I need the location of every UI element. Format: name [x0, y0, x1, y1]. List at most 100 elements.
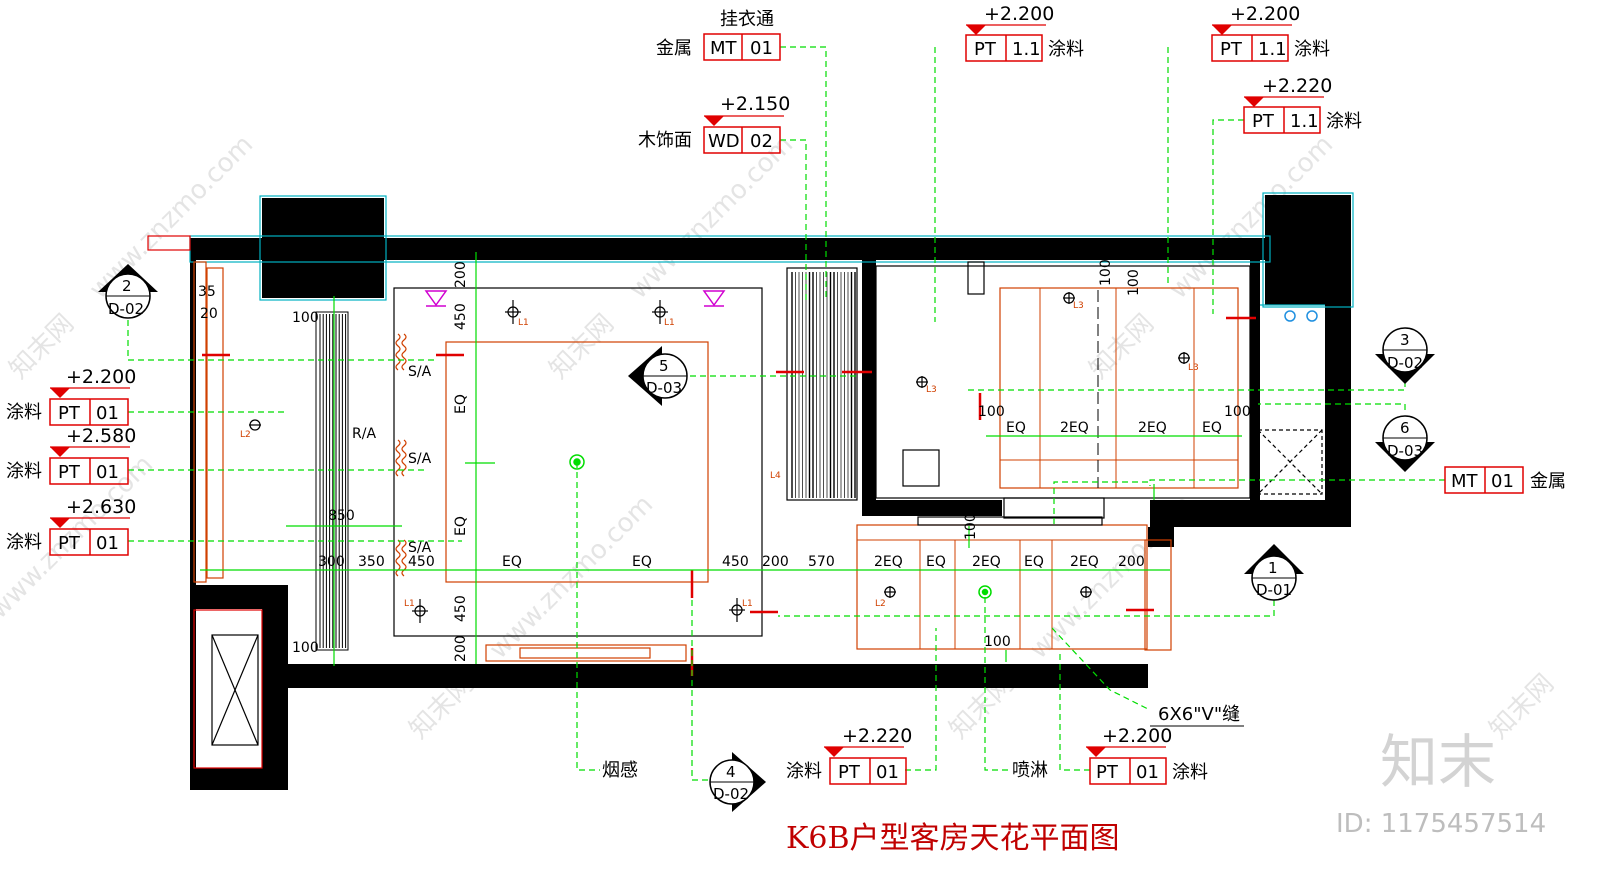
- return-air-grille: [315, 311, 349, 651]
- dim-text: 450: [408, 554, 435, 570]
- wall-bottom: [288, 664, 1148, 688]
- sprinkler-note: 喷淋: [1012, 760, 1048, 781]
- bath-grid-lines: [1000, 288, 1238, 488]
- section-marks: 2 D-02 5 D-03 3 D-02 6 D-03: [98, 264, 1435, 812]
- tag-level: +2.630: [66, 496, 136, 518]
- tag-code: PT: [58, 462, 81, 483]
- walls: [190, 195, 1351, 790]
- magenta-markers: [424, 290, 726, 307]
- exhaust-fan: [902, 449, 940, 487]
- dim-text: 450: [453, 303, 469, 330]
- door-frame: [917, 516, 1103, 526]
- light-fixture: [1080, 586, 1092, 598]
- tag-level: +2.200: [984, 3, 1054, 25]
- tag-num: 01: [876, 762, 899, 783]
- dim-text: 350: [358, 554, 385, 570]
- dim-text: 2EQ: [972, 554, 1001, 570]
- wall-left-lower-v: [262, 585, 288, 790]
- tag-prefix: 涂料: [6, 402, 42, 423]
- light-label: L1: [518, 318, 529, 328]
- tag-num: 01: [96, 462, 119, 483]
- tag-pt01-left-c: +2.630 涂料 PT 01: [6, 496, 136, 556]
- tag-level: +2.580: [66, 425, 136, 447]
- tag-level: +2.220: [842, 725, 912, 747]
- dim-text: 200: [453, 635, 469, 662]
- wall-left-bottom: [190, 768, 288, 790]
- leader-lines: [127, 46, 1445, 781]
- svg-text:1: 1: [1268, 559, 1278, 577]
- light-fixture: [505, 300, 521, 324]
- tag-wd02: +2.150 木饰面 WD 02: [638, 93, 790, 154]
- dim-text: 100: [292, 640, 319, 656]
- bath-grid: [999, 287, 1239, 489]
- svg-text:5: 5: [659, 357, 669, 375]
- watermark-site-2: www.znzmo.com: [624, 130, 799, 305]
- tag-num: 1.1: [1012, 39, 1041, 60]
- section-mark: 4 D-02: [709, 752, 766, 812]
- svg-text:D-02: D-02: [1387, 354, 1423, 372]
- tag-code: PT: [1252, 111, 1275, 132]
- light-fixture: [884, 586, 896, 598]
- svg-text:4: 4: [726, 763, 736, 781]
- svg-text:D-02: D-02: [713, 785, 749, 803]
- tag-prefix: 金属: [656, 38, 692, 59]
- light-fixture: [1178, 352, 1190, 364]
- light-fixture: [729, 598, 745, 622]
- tag-pt11-c: +2.220 PT 1.1 涂料: [1243, 75, 1362, 134]
- dim-text: EQ: [926, 554, 946, 570]
- section-mark: 6 D-03: [1375, 415, 1435, 472]
- tag-prefix: 涂料: [786, 761, 822, 782]
- section-mark: 2 D-02: [98, 264, 158, 319]
- tag-mt01-top: 挂衣通 金属 MT 01: [656, 9, 781, 61]
- dim-text: 2EQ: [1138, 420, 1167, 436]
- dim-text: 570: [808, 554, 835, 570]
- tag-code: PT: [838, 762, 861, 783]
- svg-text:D-01: D-01: [1256, 581, 1292, 599]
- tag-suffix: 涂料: [1294, 39, 1330, 60]
- tag-pt11-b: +2.200 PT 1.1 涂料: [1211, 3, 1330, 62]
- supply-air-label: S/A: [408, 540, 432, 556]
- tag-pt01-bottom-a: +2.220 涂料 PT 01: [786, 725, 912, 785]
- tag-prefix: 木饰面: [638, 130, 692, 151]
- light-fixture: [652, 300, 668, 324]
- tag-level: +2.200: [66, 366, 136, 388]
- light-label: L4: [770, 471, 781, 481]
- dimension-lines: [200, 252, 1242, 666]
- light-label: L3: [1188, 363, 1199, 373]
- shaft-box: [1257, 429, 1323, 495]
- light-label: L2: [240, 430, 251, 440]
- dim-text: 2EQ: [1060, 420, 1089, 436]
- tag-code: PT: [1220, 39, 1243, 60]
- tag-level: +2.200: [1230, 3, 1300, 25]
- light-label: L1: [742, 599, 753, 609]
- watermark-site-4: www.znzmo.com: [484, 490, 659, 665]
- dim-text: 300: [318, 554, 345, 570]
- tag-pt01-left-b: +2.580 涂料 PT 01: [6, 425, 136, 485]
- light-labels: L1 L1 L1 L1 L2 L2 L3 L3 L3 L4: [240, 301, 1199, 609]
- dim-text: 100: [978, 404, 1005, 420]
- light-label: L3: [1073, 301, 1084, 311]
- entry-outer: [1144, 539, 1172, 651]
- dim-text: 200: [762, 554, 789, 570]
- tag-num: 02: [750, 131, 773, 152]
- dim-text: 450: [453, 595, 469, 622]
- tag-code: PT: [58, 533, 81, 554]
- tag-suffix: 金属: [1530, 471, 1566, 492]
- svg-text:D-03: D-03: [1387, 442, 1423, 460]
- wall-bath-right: [1250, 260, 1260, 500]
- light-fixture: [249, 419, 261, 431]
- section-mark: 1 D-01: [1244, 544, 1304, 601]
- light-label: L1: [664, 318, 675, 328]
- dim-text: EQ: [1202, 420, 1222, 436]
- dim-text: 200: [453, 261, 469, 288]
- tag-num: 01: [750, 38, 773, 59]
- tag-code: PT: [58, 403, 81, 424]
- wall-top: [190, 238, 1268, 260]
- smoke-detector-note: 烟感: [602, 760, 638, 781]
- tag-level: +2.200: [1102, 725, 1172, 747]
- hvac-box-left: [211, 634, 259, 746]
- svg-text:D-02: D-02: [108, 300, 144, 318]
- dim-text: 100: [1224, 404, 1251, 420]
- left-window: [147, 235, 263, 769]
